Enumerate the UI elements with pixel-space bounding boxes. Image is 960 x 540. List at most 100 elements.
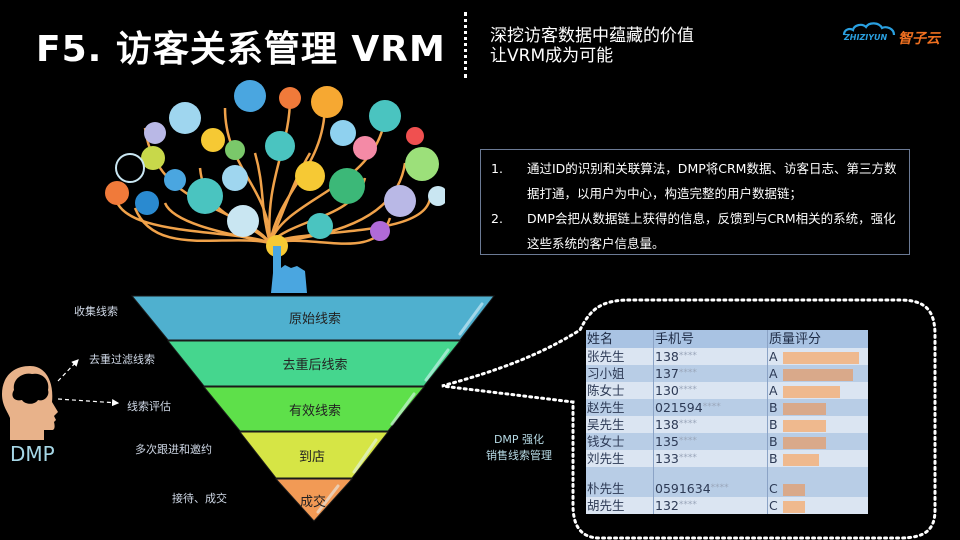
cell-score: A <box>767 382 868 399</box>
column-header-name: 姓名 <box>586 330 654 348</box>
dmp-label: DMP <box>10 442 55 466</box>
phone-prefix: 135 <box>655 434 679 449</box>
score-bar <box>783 436 826 449</box>
funnel-highlights <box>316 302 484 514</box>
cell-phone: 138**** <box>653 416 768 433</box>
column-header-phone: 手机号 <box>653 330 768 348</box>
phone-prefix: 021594 <box>655 400 703 415</box>
funnel-layer-5 <box>274 478 354 522</box>
brain-head-icon <box>2 366 58 440</box>
phone-mask: **** <box>702 402 721 412</box>
phone-prefix: 138 <box>655 417 679 432</box>
phone-prefix: 0591634 <box>655 481 711 496</box>
score-bar <box>783 402 826 415</box>
dmp-note-line-2: 销售线索管理 <box>486 449 552 462</box>
score-bar <box>783 419 826 432</box>
cell-phone: 137**** <box>653 365 768 382</box>
grade-letter: C <box>769 498 778 513</box>
callout-bubble <box>441 298 937 540</box>
phone-mask: **** <box>710 483 729 493</box>
cell-score: C <box>767 467 868 497</box>
phone-mask: **** <box>678 453 697 463</box>
logo-text-cn: 智子云 <box>898 31 940 47</box>
stage-label: 多次跟进和邀约 <box>135 443 212 456</box>
funnel-layer-label: 去重后线索 <box>282 358 348 373</box>
cell-score: A <box>767 348 868 365</box>
cell-phone: 138**** <box>653 348 768 365</box>
phone-mask: **** <box>678 385 697 395</box>
grade-letter: A <box>769 349 778 364</box>
funnel-layer-label: 原始线索 <box>288 312 341 327</box>
cell-score: B <box>767 399 868 416</box>
info-item-text: 通过ID的识别和关联算法，DMP将CRM数据、访客日志、第三方数据打通，以用户为… <box>527 161 897 201</box>
cell-score: B <box>767 416 868 433</box>
table-header-row: 姓名 手机号 质量评分 <box>586 330 868 348</box>
cell-name: 吴先生 <box>586 416 654 433</box>
hand-pointer-icon <box>271 246 307 293</box>
stage-label: 收集线索 <box>74 305 118 318</box>
arrow-to-dedupe <box>57 359 79 382</box>
grade-letter: A <box>769 383 778 398</box>
funnel-layer-1 <box>130 295 496 341</box>
cloud-logo-icon <box>842 22 896 36</box>
dmp-arrows <box>57 359 120 407</box>
funnel-layer-label: 成交 <box>299 495 326 510</box>
funnel-layer-4 <box>238 431 390 479</box>
column-header-score: 质量评分 <box>767 330 868 348</box>
dmp-note-line-1: DMP 强化 <box>493 433 545 446</box>
cell-name: 习小姐 <box>586 365 654 382</box>
phone-mask: **** <box>678 368 697 378</box>
phone-prefix: 138 <box>655 349 679 364</box>
cell-score: A <box>767 365 868 382</box>
cell-phone: 130**** <box>653 382 768 399</box>
header-divider <box>464 12 467 78</box>
grade-letter: B <box>769 400 778 415</box>
cell-score: B <box>767 433 868 450</box>
info-item: 1. 通过ID的识别和关联算法，DMP将CRM数据、访客日志、第三方数据打通，以… <box>491 156 899 206</box>
grade-letter: C <box>769 481 778 496</box>
info-item-number: 1. <box>491 161 503 176</box>
score-bar <box>783 351 859 364</box>
sales-funnel <box>130 295 496 522</box>
cell-name: 钱女士 <box>586 433 654 450</box>
cell-phone: 0591634**** <box>653 467 768 497</box>
grade-letter: A <box>769 366 778 381</box>
cell-phone: 132**** <box>653 497 768 514</box>
score-bar <box>783 500 805 513</box>
phone-mask: **** <box>678 351 697 361</box>
phone-prefix: 137 <box>655 366 679 381</box>
subtitle-line-1: 深挖访客数据中蕴藏的价值 <box>490 26 694 46</box>
funnel-layer-label: 有效线索 <box>288 404 341 419</box>
phone-mask: **** <box>678 436 697 446</box>
page-subtitle: 深挖访客数据中蕴藏的价值 让VRM成为可能 <box>490 26 694 66</box>
info-item-text: DMP会把从数据链上获得的信息，反馈到与CRM相关的系统，强化这些系统的客户信息… <box>527 211 896 251</box>
brand-logo: ZHIZIYUN 智子云 <box>842 22 942 47</box>
stage-label: 去重过滤线索 <box>89 353 155 366</box>
phone-prefix: 130 <box>655 383 679 398</box>
phone-prefix: 132 <box>655 498 679 513</box>
arrow-to-evaluate <box>57 398 120 407</box>
funnel-layer-label: 到店 <box>298 450 325 465</box>
cell-name: 张先生 <box>586 348 654 365</box>
grade-letter: B <box>769 451 778 466</box>
info-box: 1. 通过ID的识别和关联算法，DMP将CRM数据、访客日志、第三方数据打通，以… <box>480 149 910 255</box>
info-item: 2. DMP会把从数据链上获得的信息，反馈到与CRM相关的系统，强化这些系统的客… <box>491 206 899 256</box>
logo-text-en: ZHIZIYUN <box>844 33 888 42</box>
score-bar <box>783 368 853 381</box>
cell-name: 陈女士 <box>586 382 654 399</box>
subtitle-line-2: 让VRM成为可能 <box>490 46 614 66</box>
info-item-number: 2. <box>491 211 503 226</box>
page-title: F5. 访客关系管理 VRM <box>36 29 446 70</box>
stage-label: 接待、成交 <box>172 492 227 505</box>
cell-score: C <box>767 497 868 514</box>
cell-score: B <box>767 450 868 467</box>
cell-name: 胡先生 <box>586 497 654 514</box>
